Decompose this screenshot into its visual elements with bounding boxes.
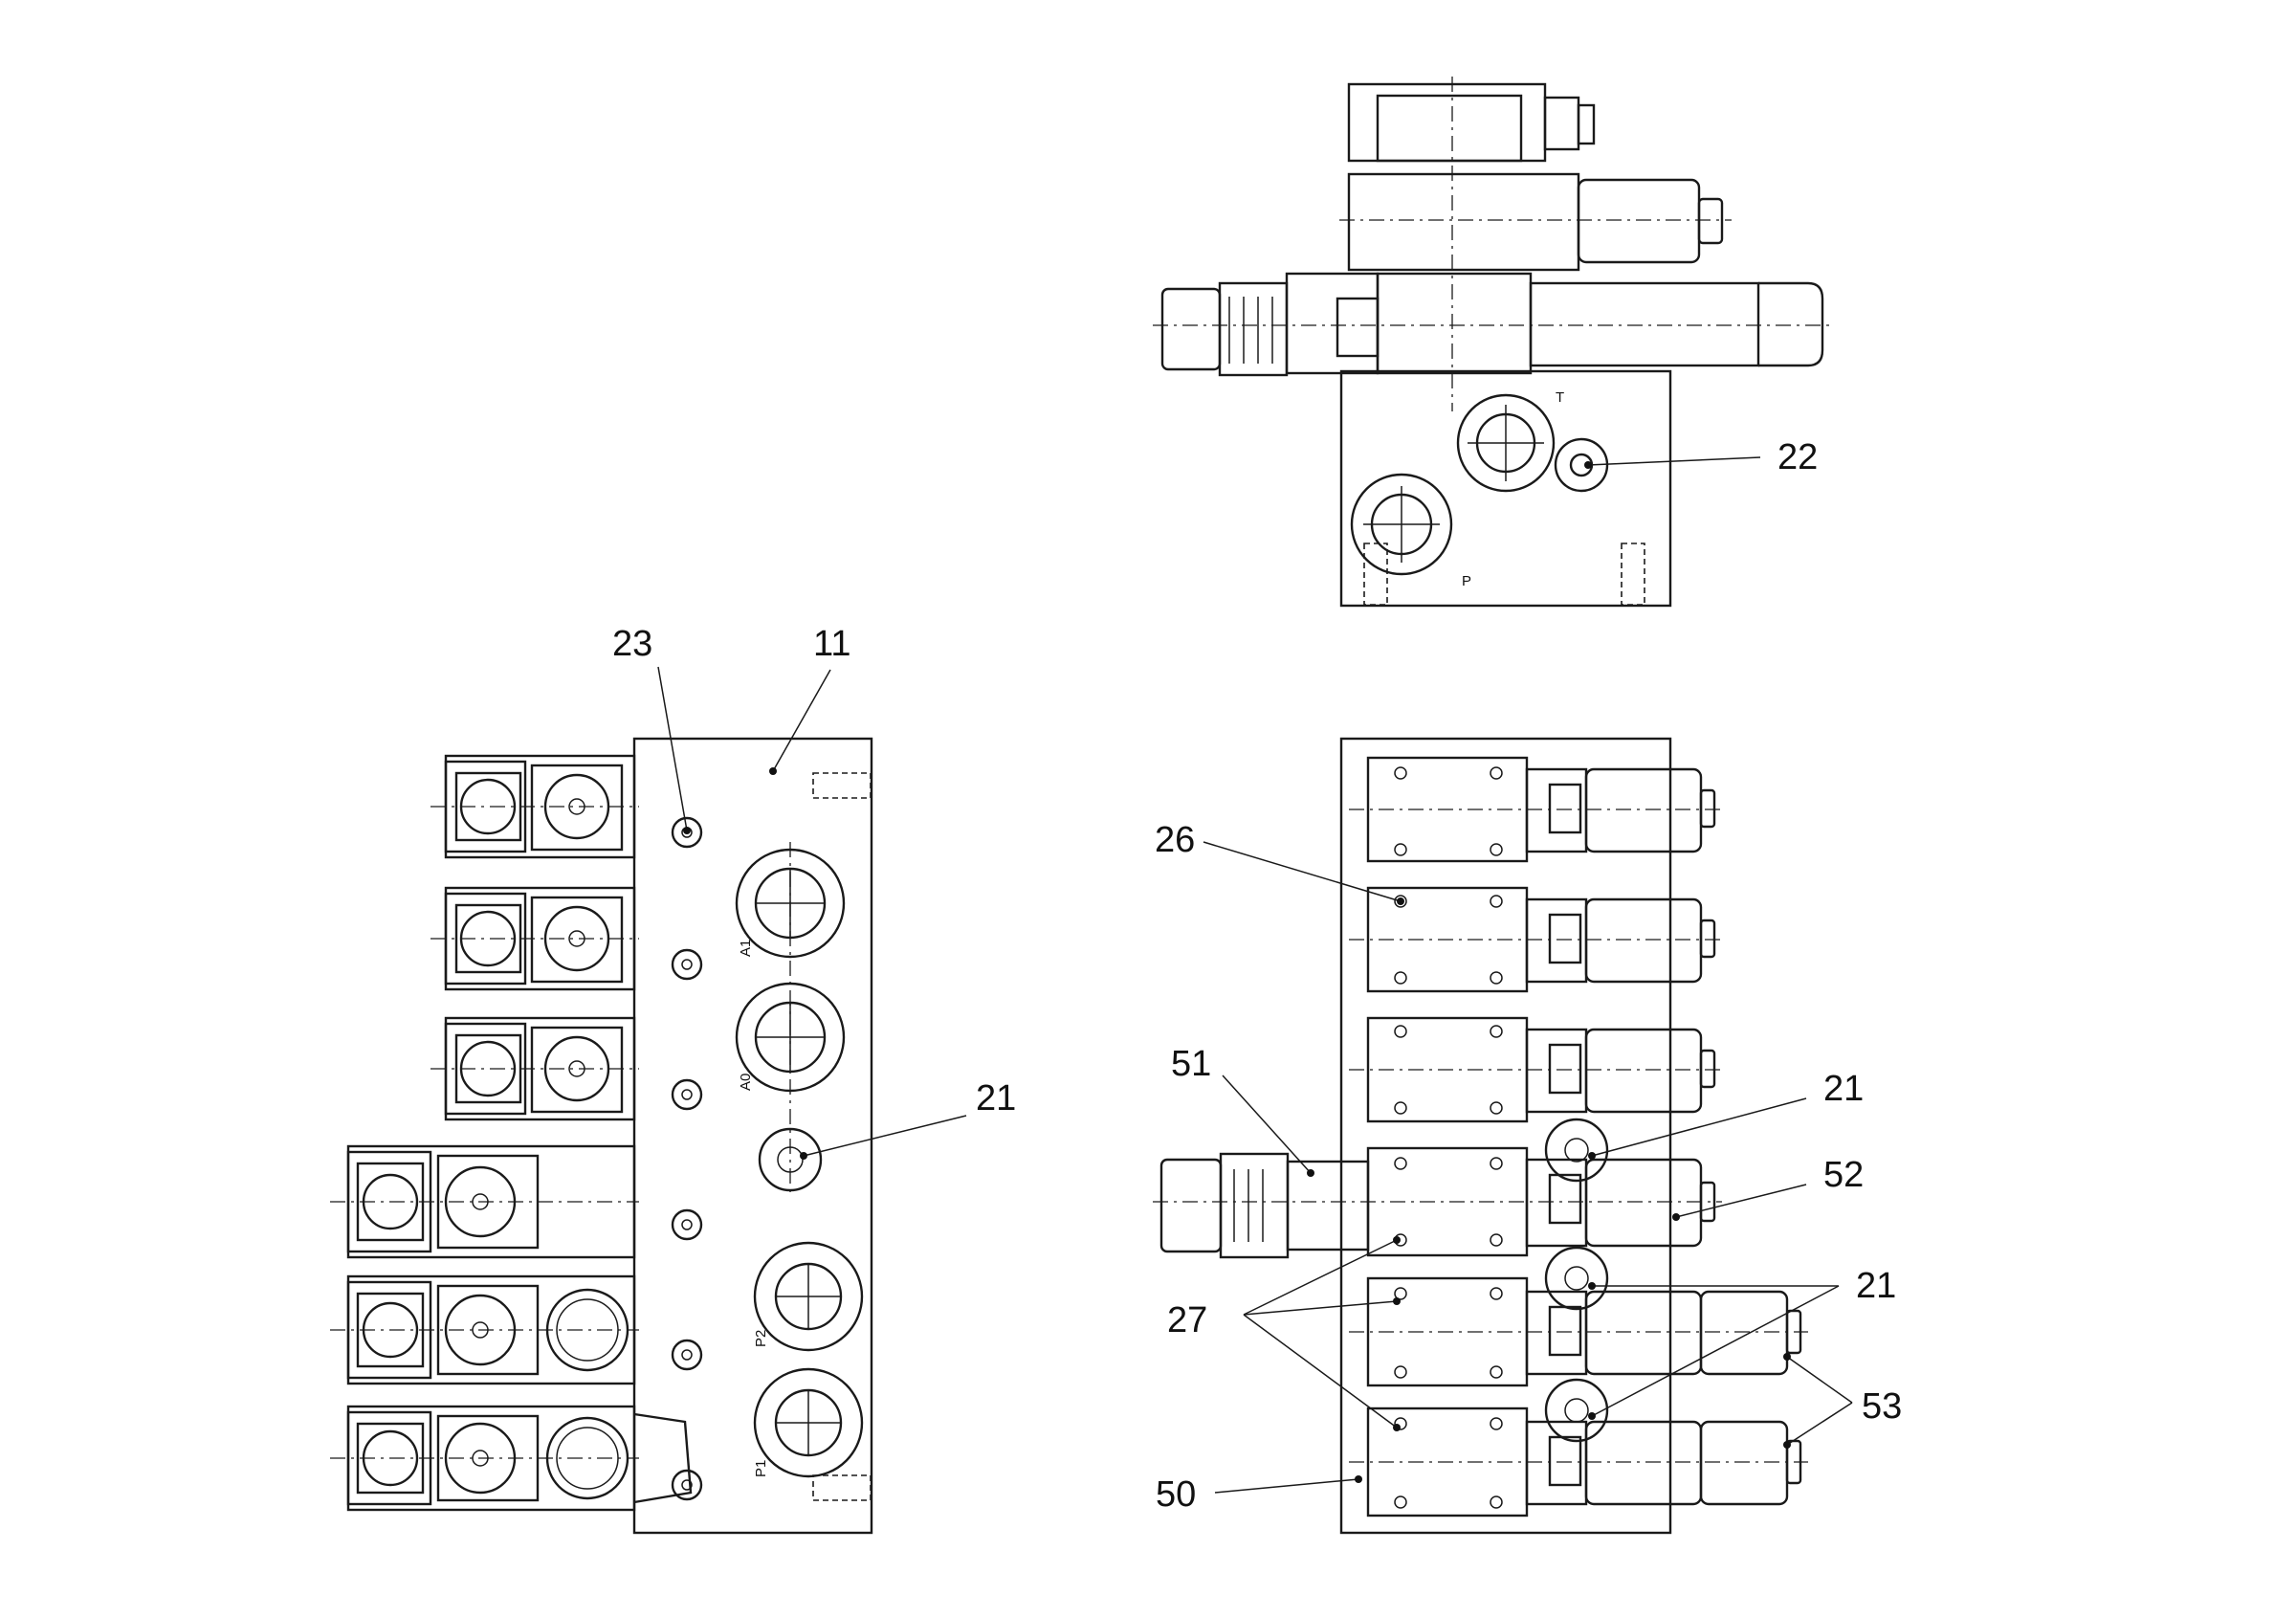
port-label-p1: P1 [753, 1460, 769, 1477]
front-manifold-block [632, 737, 873, 1535]
callout-27: 27 [1167, 1300, 1207, 1340]
top-solenoid-valve [1339, 77, 1732, 411]
side-manifold-block [1339, 737, 1672, 1535]
front-ports: A1 A0 P2 P1 [735, 848, 864, 1478]
callout-51: 51 [1171, 1044, 1211, 1084]
callout-26: 26 [1155, 820, 1195, 860]
callout-21-side-lower: 21 [1856, 1266, 1896, 1306]
callouts: 22 23 11 21 26 51 21 52 27 21 53 50 [612, 437, 1902, 1515]
front-valve-rows [330, 754, 693, 1512]
leader-lines [657, 456, 1853, 1494]
port-label-p2: P2 [753, 1330, 769, 1347]
front-plugs [671, 816, 703, 1501]
port-label-a0: A0 [738, 1074, 754, 1091]
callout-21-front: 21 [976, 1078, 1016, 1119]
front-view: A1 A0 P2 P1 [330, 737, 873, 1535]
port-label-t: T [1556, 389, 1564, 406]
callout-23: 23 [612, 624, 652, 664]
port-label-a1: A1 [738, 940, 754, 957]
callout-52: 52 [1823, 1155, 1864, 1195]
top-relief-valve [1153, 272, 1829, 377]
side-plugs [1544, 1118, 1609, 1443]
callout-11: 11 [813, 624, 850, 664]
side-valve-stack [1153, 756, 1808, 1517]
top-view: T P [1153, 77, 1829, 608]
side-view [1153, 737, 1808, 1535]
callout-53: 53 [1862, 1386, 1902, 1427]
callout-50: 50 [1156, 1474, 1196, 1515]
callout-22: 22 [1777, 437, 1818, 477]
port-label-p: P [1462, 573, 1471, 589]
top-manifold-block: T P [1339, 369, 1672, 608]
callout-21-side-upper: 21 [1823, 1069, 1864, 1109]
